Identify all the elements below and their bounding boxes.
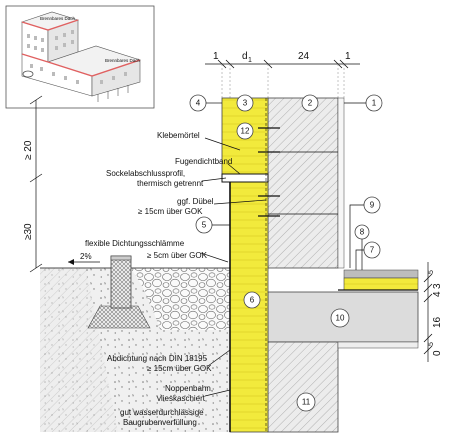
label-slope: 2%	[80, 252, 92, 261]
marker-8: 8	[354, 224, 370, 240]
dim-right-5b: 5	[428, 342, 435, 346]
dim-right-16: 16	[432, 316, 443, 328]
left-dimensions: ≥ 20 ≥30	[23, 95, 43, 273]
dim-top-d: d	[242, 51, 248, 62]
dim-top-1: 1	[213, 51, 219, 62]
thumbnail-label-right: Brennbares Dach	[105, 58, 141, 63]
dim-left-20: ≥ 20	[23, 140, 34, 160]
label-noppen-1: Noppenbahn,	[165, 384, 213, 393]
svg-text:5: 5	[202, 221, 207, 230]
marker-10: 10	[330, 308, 350, 328]
svg-text:2: 2	[308, 99, 313, 108]
marker-5: 5	[195, 216, 213, 234]
svg-text:4: 4	[196, 99, 201, 108]
label-abdichtung-2: ≥ 15cm über GOK	[147, 364, 212, 373]
marker-9: 9	[363, 196, 381, 214]
dim-right-3: 3	[432, 283, 443, 289]
right-dimensions: 3 4 5 16 0 5	[423, 262, 443, 362]
svg-text:12: 12	[241, 127, 250, 136]
label-schlaemme-1: flexible Dichtungsschlämme	[85, 239, 185, 248]
label-sockel-1: Sockelabschlussprofil,	[106, 169, 185, 178]
dim-right-4: 4	[432, 291, 443, 297]
svg-text:7: 7	[370, 246, 375, 255]
marker-12: 12	[236, 122, 254, 140]
masonry-wall	[267, 97, 345, 269]
marker-11: 11	[296, 392, 316, 412]
marker-4: 4	[189, 94, 207, 112]
label-abdichtung-1: Abdichtung nach DIN 18195	[107, 354, 208, 363]
annotations: Klebemörtel Fugendichtband Sockelabschlu…	[85, 131, 267, 427]
svg-text:3: 3	[243, 99, 248, 108]
svg-text:9: 9	[370, 201, 375, 210]
marker-6: 6	[243, 291, 261, 309]
marker-2: 2	[301, 94, 319, 112]
markers: 1 2 3 4 5 6 7 8 9 10 11 12	[189, 94, 383, 412]
dim-top-24: 24	[298, 51, 310, 62]
svg-text:1: 1	[372, 99, 377, 108]
marker-3: 3	[236, 94, 254, 112]
marker-7: 7	[363, 241, 381, 259]
dim-top-1b: 1	[345, 51, 351, 62]
label-schlaemme-2: ≥ 5cm über GOK	[147, 251, 208, 260]
drain-post	[87, 255, 151, 329]
svg-text:10: 10	[336, 314, 345, 323]
label-noppen-2: vlieskaschiert	[157, 394, 206, 403]
label-verfuell-1: gut wasserdurchlässige	[120, 408, 204, 417]
label-verfuell-2: Baugrubenverfüllung	[123, 418, 197, 427]
label-duebel-2: ≥ 15cm über GOK	[138, 207, 203, 216]
svg-text:8: 8	[360, 228, 365, 237]
dim-right-5: 5	[428, 270, 435, 274]
ground: 2%	[40, 252, 230, 432]
concrete-slab	[267, 269, 419, 433]
dim-left-30: ≥30	[23, 223, 34, 240]
label-sockel-2: thermisch getrennt	[137, 179, 204, 188]
thumbnail: Brennbares Dach Brennbares Dach	[5, 5, 155, 109]
dim-top-d-subscript: 1	[248, 57, 252, 64]
svg-text:6: 6	[250, 296, 255, 305]
svg-text:11: 11	[302, 398, 311, 407]
label-fugendichtband: Fugendichtband	[175, 157, 232, 166]
label-klebemoertel: Klebemörtel	[157, 131, 200, 140]
thumbnail-label-top: Brennbares Dach	[40, 16, 76, 21]
top-dimensions: 1 d 1 24 1	[205, 51, 360, 98]
marker-1: 1	[365, 94, 383, 112]
dim-right-0: 0	[432, 350, 443, 356]
label-duebel-1: ggf. Dübel	[177, 197, 214, 206]
